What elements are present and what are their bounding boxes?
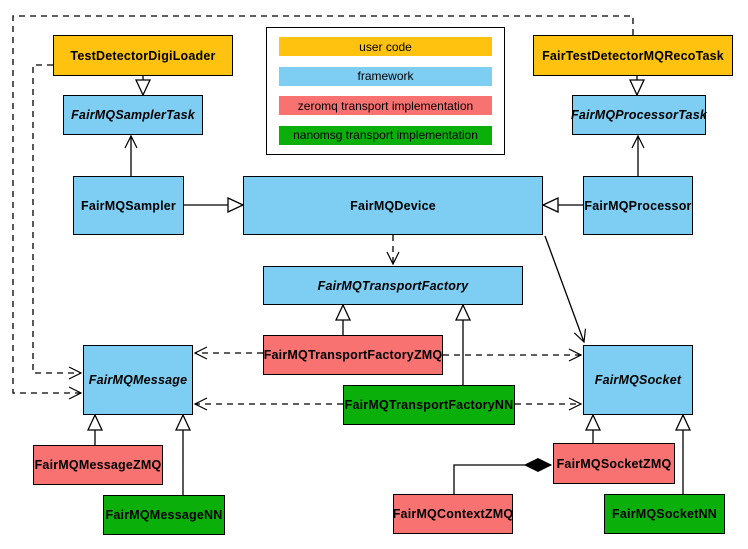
edge-context-zmq-to-socket-zmq [453, 457, 553, 494]
edge-fair-test-detector-mq-reco-task-to-message [12, 15, 634, 400]
edge-device-to-socket [544, 235, 587, 344]
edge-test-detector-digi-loader-to-message [32, 64, 83, 380]
